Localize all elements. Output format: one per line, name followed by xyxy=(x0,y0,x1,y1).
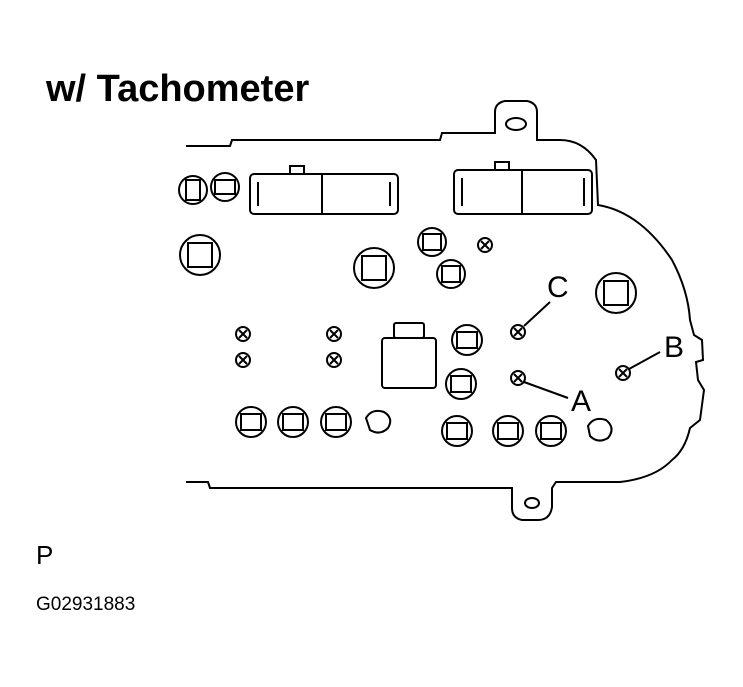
screw-terminals xyxy=(235,237,631,386)
circuit-board-outline xyxy=(186,100,706,521)
diagram-title: w/ Tachometer xyxy=(46,68,310,110)
leader-line-c xyxy=(523,301,551,327)
connector-left xyxy=(249,165,399,215)
callout-c: C xyxy=(547,271,569,304)
central-component xyxy=(381,322,437,389)
mounting-hole-bottom xyxy=(524,497,540,509)
bulb-sockets xyxy=(178,172,637,447)
terminal-b xyxy=(615,365,631,381)
leader-line-b xyxy=(628,351,661,370)
callout-b: B xyxy=(664,331,684,364)
code-letter: P xyxy=(36,540,54,570)
leader-line-a xyxy=(523,381,569,399)
odd-hole-left xyxy=(364,409,392,434)
terminal-a xyxy=(510,370,526,386)
odd-hole-right xyxy=(586,417,613,442)
callout-a: A xyxy=(571,385,591,418)
connector-right xyxy=(453,161,593,215)
figure-id: G02931883 xyxy=(36,594,136,615)
mounting-hole-top xyxy=(505,117,527,131)
terminal-c xyxy=(510,324,526,340)
